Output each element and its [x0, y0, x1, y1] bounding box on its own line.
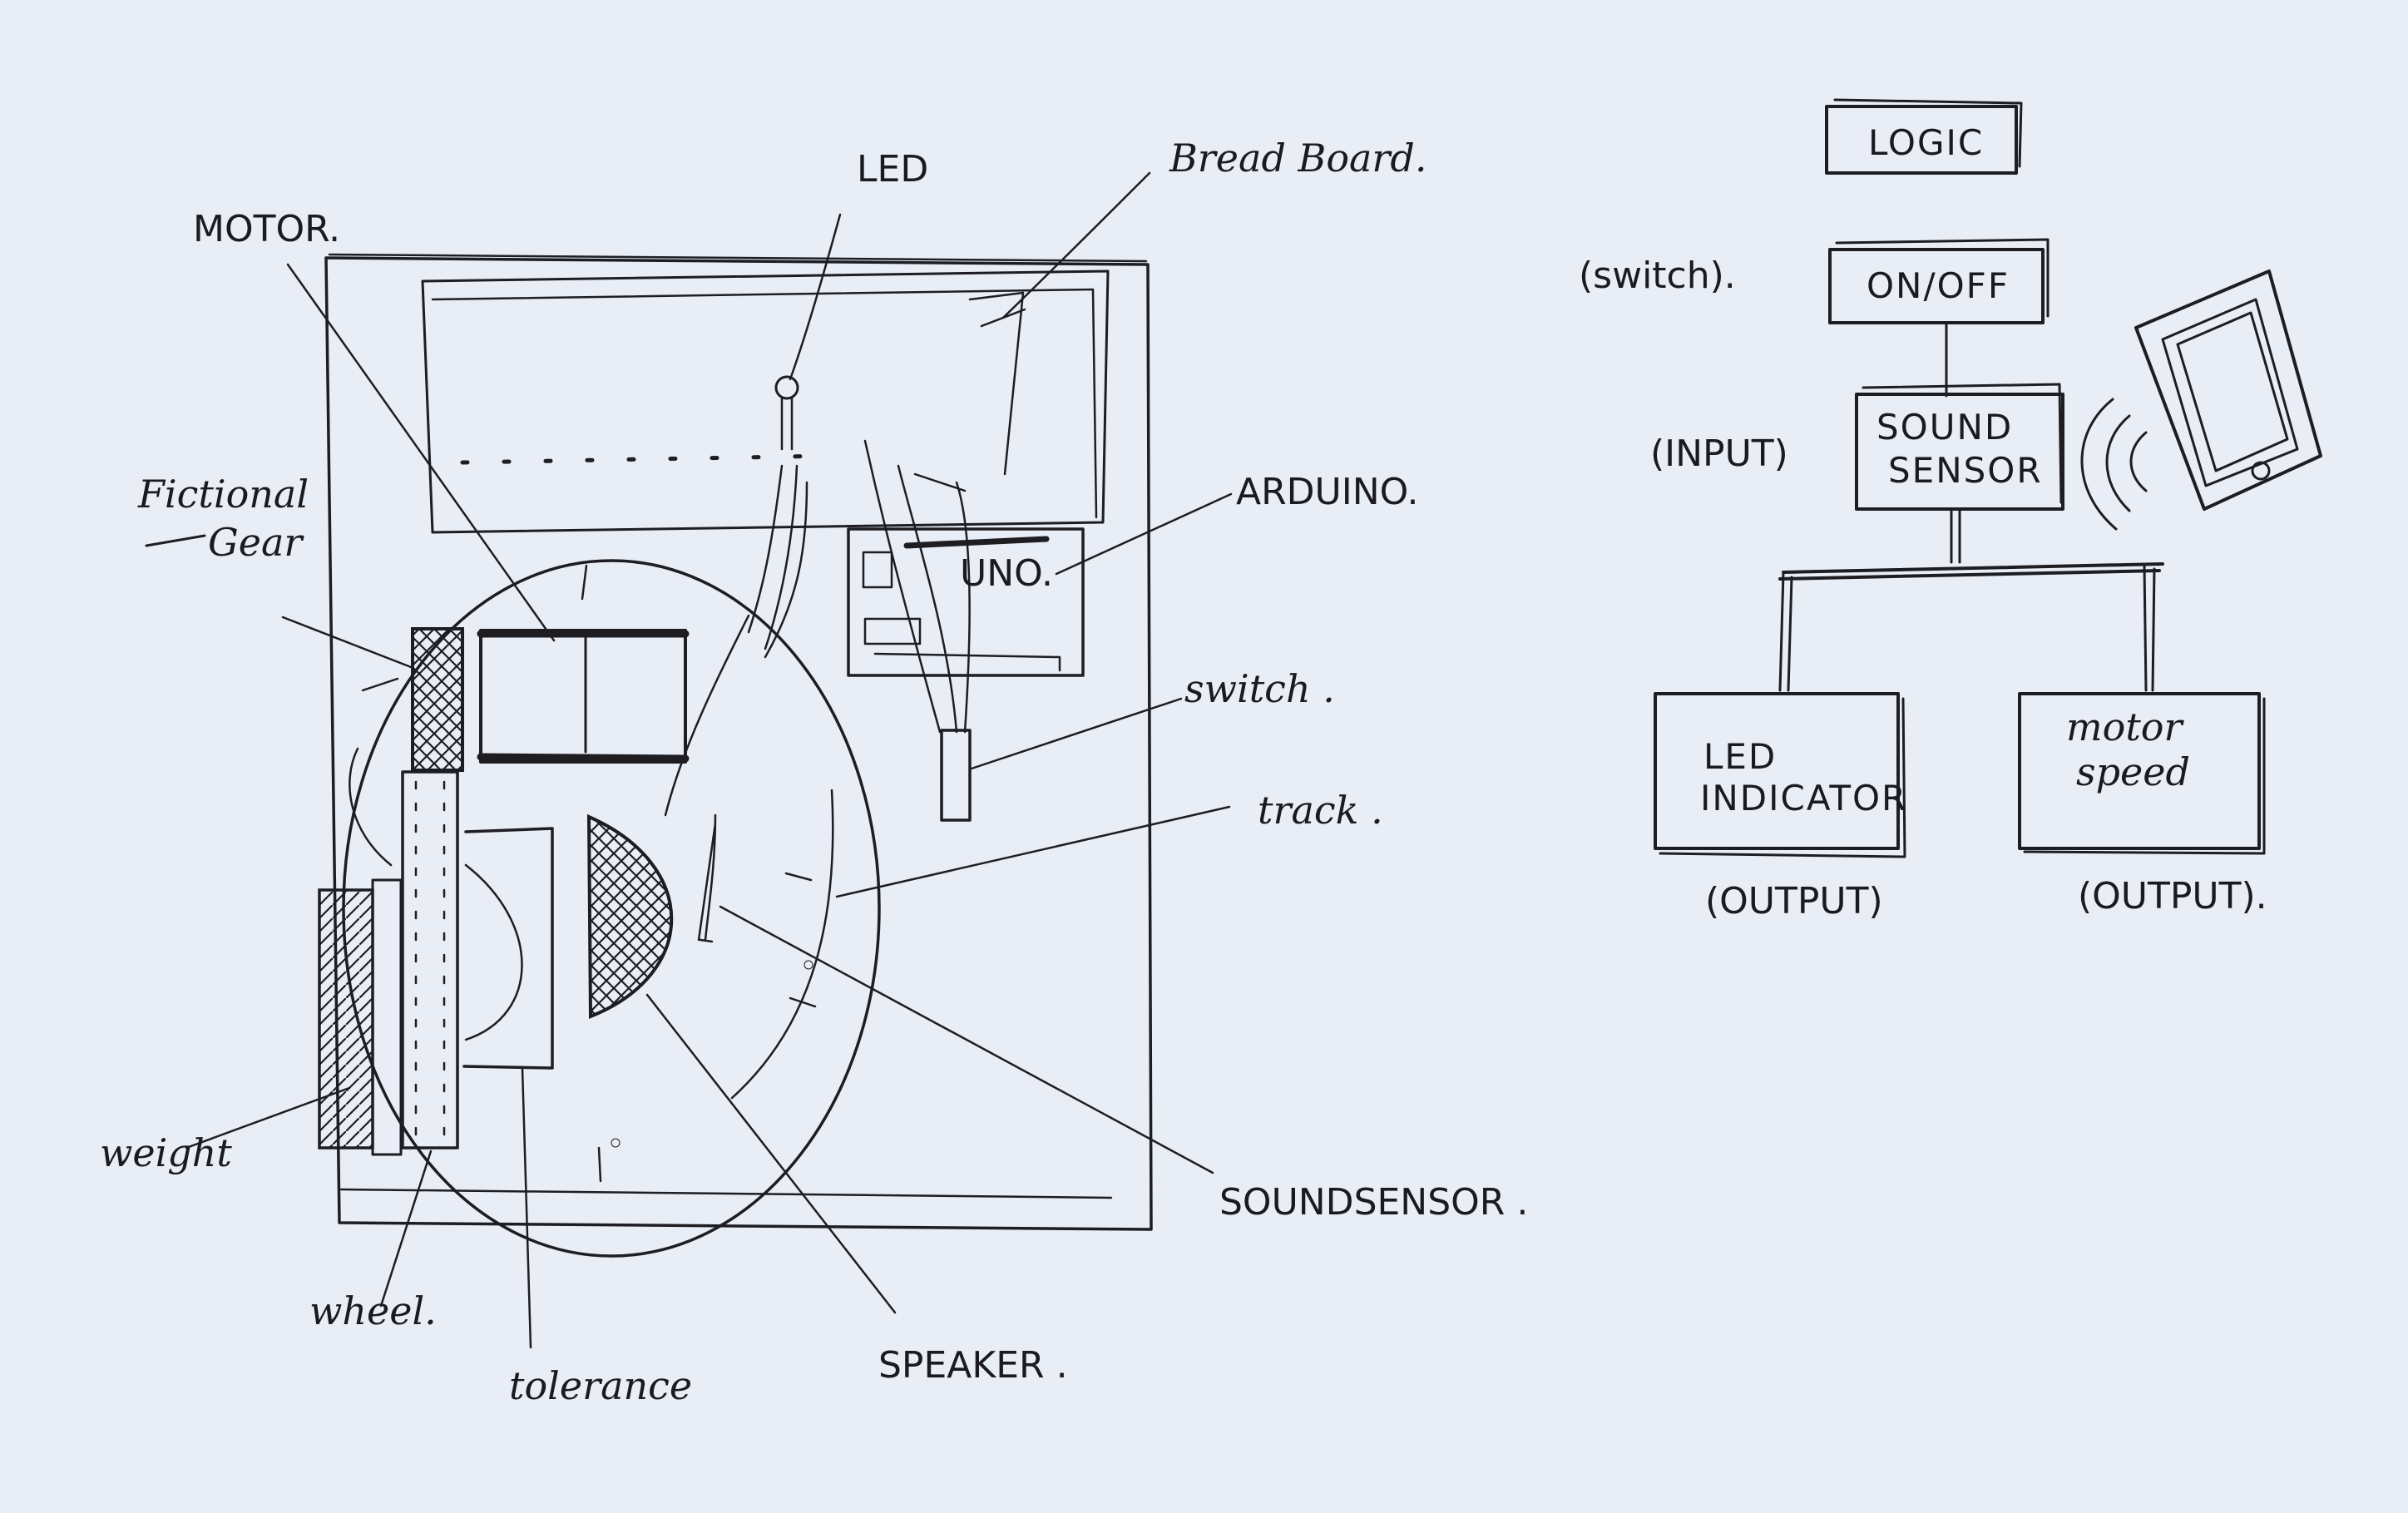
switch-note: (switch).	[1579, 255, 1736, 297]
phone-icon	[2136, 271, 2321, 509]
led-label-2: INDICATOR	[1700, 778, 1907, 818]
led-bulb	[776, 377, 798, 398]
label-gear: Gear	[208, 520, 304, 565]
label-switch: switch .	[1184, 666, 1335, 711]
fictional-gear	[413, 629, 462, 770]
led-label-1: LED	[1703, 736, 1777, 777]
label-fictional: Fictional	[137, 472, 309, 517]
label-motor: MOTOR.	[193, 208, 340, 250]
label-tolerance: tolerance	[509, 1363, 692, 1408]
logic-diagram: LOGIC ON/OFF (switch). SOUND SENSOR (INP…	[1579, 100, 2321, 922]
label-arduino: ARDUINO.	[1236, 471, 1418, 513]
weight-block	[319, 890, 373, 1148]
sketch-labels: LED Bread Board. MOTOR. Fictional Gear A…	[100, 136, 1528, 1408]
input-note: (INPUT)	[1650, 433, 1788, 475]
label-track: track .	[1258, 788, 1383, 833]
onoff-label: ON/OFF	[1867, 265, 2010, 306]
label-speaker: SPEAKER .	[878, 1344, 1068, 1387]
label-wheel: wheel.	[309, 1288, 437, 1333]
switch-part	[942, 730, 970, 820]
sound-label-2: SENSOR	[1888, 450, 2043, 491]
device-sketch	[319, 255, 1151, 1256]
output-right: (OUTPUT).	[2078, 875, 2267, 917]
label-uno: UNO.	[960, 552, 1053, 595]
label-weight: weight	[100, 1130, 232, 1175]
motor-block	[481, 630, 685, 762]
sound-waves	[2082, 399, 2146, 529]
label-bread-board: Bread Board.	[1169, 136, 1427, 180]
label-led: LED	[857, 148, 928, 190]
wheel-strip	[403, 772, 457, 1148]
sound-label-1: SOUND	[1876, 407, 2013, 447]
motor-label-2: speed	[2076, 749, 2190, 794]
output-left: (OUTPUT)	[1705, 880, 1883, 922]
label-sound-sensor: SOUNDSENSOR .	[1219, 1181, 1528, 1224]
breadboard-outline	[423, 271, 1108, 532]
speaker	[589, 817, 671, 1016]
logic-title: LOGIC	[1868, 122, 1984, 163]
leader-lines	[186, 173, 1231, 1347]
motor-label-1: motor	[2066, 705, 2184, 749]
